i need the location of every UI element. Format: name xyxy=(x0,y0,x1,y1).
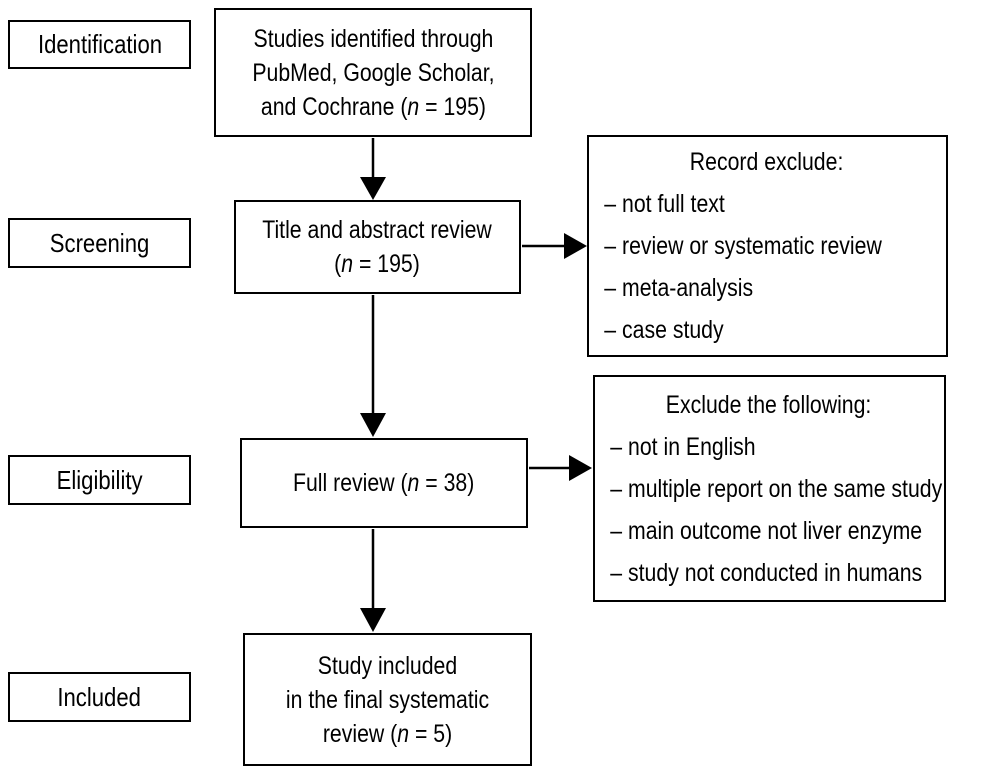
flow-box-text: Title and abstract review (n = 195) xyxy=(263,213,493,281)
exclusion-item: – not in English xyxy=(610,432,756,461)
exclusion-box-content: Exclude the following: – not in English–… xyxy=(595,377,944,600)
text-line: Study included xyxy=(317,651,458,680)
arrow-screening-to-exclusions-icon xyxy=(522,233,587,259)
exclusion-box-record-exclude: Record exclude: – not full text – review … xyxy=(587,135,948,357)
text-line: Studies identified through xyxy=(253,24,493,53)
exclusion-title: Exclude the following: xyxy=(665,390,872,419)
text-line: in the final systematic xyxy=(285,685,490,714)
exclusion-box-content: Record exclude: – not full text – review … xyxy=(589,137,946,355)
text-line: Full review (n = 38) xyxy=(293,469,475,497)
stage-label-text: Identification xyxy=(37,29,162,59)
exclusion-title: Record exclude: xyxy=(689,148,844,176)
stage-label-included: Included xyxy=(8,672,191,722)
text-line: Title and abstract review xyxy=(262,216,493,244)
stage-label-identification: Identification xyxy=(8,20,191,69)
text-line: PubMed, Google Scholar, xyxy=(251,58,495,87)
flow-box-full-review: Full review (n = 38) xyxy=(240,438,528,528)
exclusion-box-exclude-following: Exclude the following: – not in English–… xyxy=(593,375,946,602)
flow-box-text: Study included in the final systematic rev… xyxy=(286,649,489,751)
text-line: and Cochrane (n = 195) xyxy=(260,92,486,121)
arrow-eligibility-to-included-icon xyxy=(360,529,386,632)
exclusion-item: – review or systematic review xyxy=(604,232,882,260)
flow-box-study-included: Study included in the final systematic rev… xyxy=(243,633,532,766)
stage-label-screening: Screening xyxy=(8,218,191,268)
stage-label-eligibility: Eligibility xyxy=(8,455,191,505)
text-line: (n = 195) xyxy=(334,250,421,278)
arrow-eligibility-to-exclusions-icon xyxy=(529,455,592,481)
flow-box-text: Full review (n = 38) xyxy=(293,466,474,500)
arrow-identified-to-screening-icon xyxy=(360,138,386,200)
exclusion-item: – meta-analysis xyxy=(604,274,754,302)
flow-box-title-abstract-review: Title and abstract review (n = 195) xyxy=(234,200,521,294)
exclusion-items: – not in English – multiple report on the… xyxy=(610,426,943,594)
exclusion-item: – study not conducted in humans xyxy=(610,558,923,587)
stage-label-text: Included xyxy=(57,681,142,712)
exclusion-item: – not full text xyxy=(604,190,725,218)
arrow-screening-to-eligibility-icon xyxy=(360,295,386,437)
exclusion-item: – case study xyxy=(604,316,724,344)
exclusion-item: – main outcome not liver enzyme xyxy=(610,516,923,545)
stage-label-text: Screening xyxy=(49,227,150,258)
exclusion-items: – not full text – review or systematic re… xyxy=(604,183,929,351)
text-line: review (n = 5) xyxy=(322,719,453,748)
stage-label-text: Eligibility xyxy=(56,464,143,495)
exclusion-item: – multiple report on the same study xyxy=(610,474,943,503)
